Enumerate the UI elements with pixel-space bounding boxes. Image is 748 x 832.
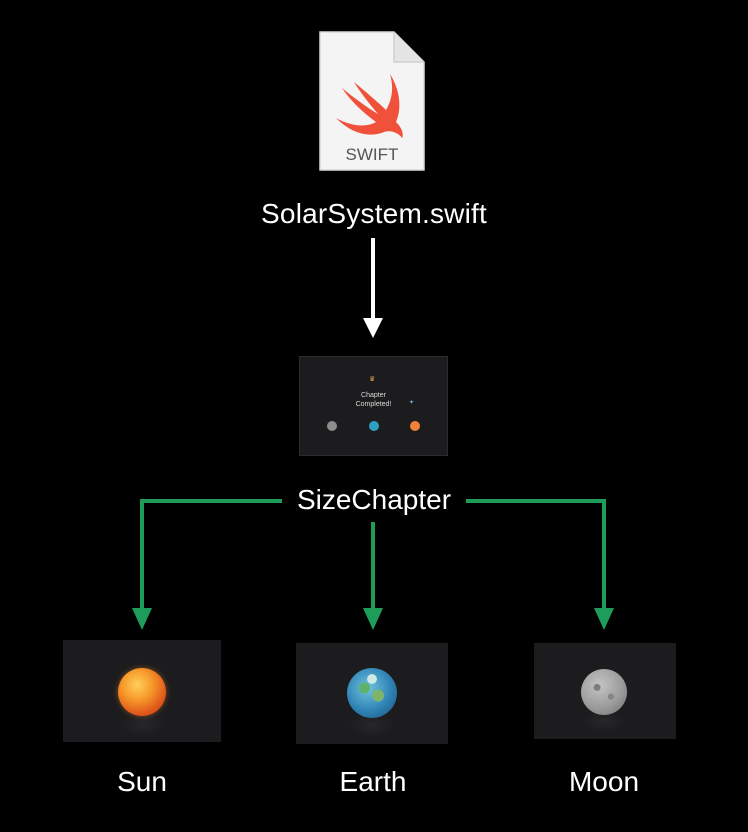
moon-label: Moon	[568, 766, 640, 797]
mini-sun-icon	[410, 421, 420, 431]
moon-card[interactable]	[534, 643, 676, 739]
crown-icon: ♛	[369, 376, 376, 383]
arrowhead-earth	[363, 608, 383, 630]
mini-moon-icon	[327, 421, 337, 431]
earth-label: Earth	[339, 766, 407, 797]
moon-icon	[581, 669, 627, 715]
chapter-name-label: SizeChapter	[0, 482, 748, 518]
sparkle-icon: ✦	[409, 400, 415, 406]
sun-label: Sun	[117, 766, 167, 797]
earth-icon	[347, 668, 397, 718]
thumbnail-heading: Chapter Completed!	[355, 392, 392, 408]
source-file-name: SolarSystem.swift	[261, 198, 487, 229]
sun-card[interactable]	[63, 640, 221, 742]
branch-arrowheads	[132, 608, 614, 630]
arrowhead-sun	[132, 608, 152, 630]
swift-badge-text: SWIFT	[346, 145, 399, 164]
chapter-to-bodies-arrows	[140, 499, 606, 610]
sun-icon	[118, 668, 166, 716]
swift-file-icon: SWIFT	[318, 30, 426, 172]
chapter-thumbnail[interactable]: ♛ Chapter Completed! ✦	[299, 356, 448, 456]
mini-earth-icon	[369, 421, 379, 431]
earth-card[interactable]	[296, 643, 448, 744]
file-to-chapter-arrow	[363, 238, 383, 338]
arrowhead-moon	[594, 608, 614, 630]
